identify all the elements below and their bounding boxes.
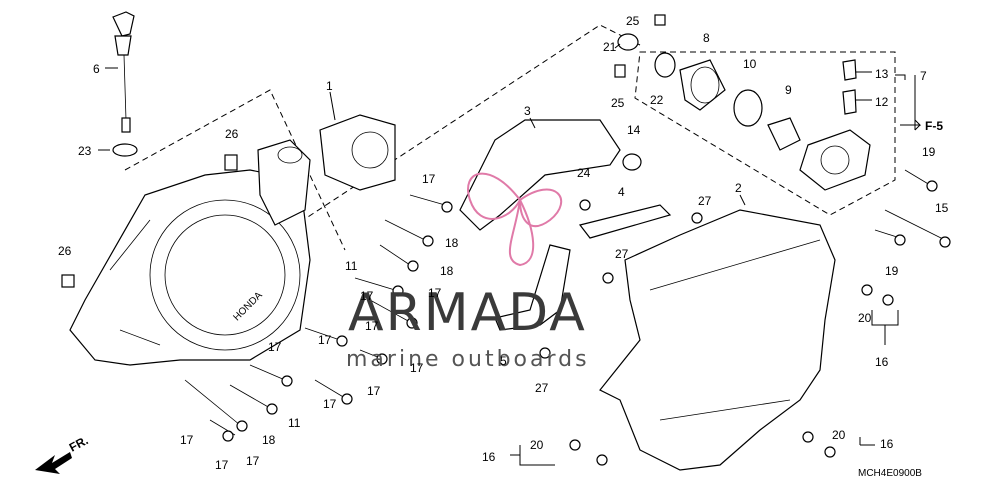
section-ref-label: F-5: [925, 119, 943, 133]
right-crankcase-cover: [599, 209, 836, 471]
dipstick-part: [112, 11, 135, 133]
callout-labels: 6 23 26 26 1 3 2 4 5 7 8 9 10 11 11 12 1…: [58, 14, 949, 472]
callout-16: 16: [875, 355, 889, 369]
section-arrow-icon: [900, 119, 922, 131]
callout-7: 7: [920, 69, 927, 83]
chain-guard-part: [459, 119, 621, 231]
seal-22-part: [654, 52, 676, 78]
callout-18: 18: [445, 236, 459, 250]
callout-17: 17: [428, 286, 442, 300]
dashed-frame-left: [124, 24, 641, 256]
housing-part: [799, 129, 871, 191]
callout-27: 27: [535, 381, 549, 395]
callout-17: 17: [215, 458, 229, 472]
callout-18: 18: [440, 264, 454, 278]
callout-25: 25: [626, 14, 640, 28]
pink-logo-icon: [467, 172, 563, 267]
leader-lines: [98, 43, 916, 466]
collar-25-part: [614, 64, 626, 78]
callout-10: 10: [743, 57, 757, 71]
washer-part: [112, 143, 138, 157]
callout-17: 17: [360, 289, 374, 303]
bracket-4-part: [578, 204, 672, 239]
callout-14: 14: [627, 123, 641, 137]
callout-15: 15: [935, 201, 949, 215]
callout-17: 17: [422, 172, 436, 186]
sleeve-part: [224, 154, 238, 171]
callout-9: 9: [785, 83, 792, 97]
callout-18: 18: [262, 433, 276, 447]
mount-bracket-part: [319, 114, 396, 191]
callout-3: 3: [524, 104, 531, 118]
callout-20: 20: [530, 438, 544, 452]
grommet-21-part: [617, 33, 639, 51]
callout-1: 1: [326, 79, 333, 93]
callout-26: 26: [58, 244, 72, 258]
grommet-14-part: [622, 153, 642, 171]
bracket-5-part: [494, 244, 571, 331]
callout-17: 17: [323, 397, 337, 411]
callout-19: 19: [885, 264, 899, 278]
front-label: FR.: [67, 433, 91, 454]
sleeve-part: [61, 274, 75, 288]
callout-27: 27: [615, 247, 629, 261]
callout-4: 4: [618, 185, 625, 199]
callout-20: 20: [858, 311, 872, 325]
callout-8: 8: [703, 31, 710, 45]
callout-17: 17: [318, 333, 332, 347]
callout-25: 25: [611, 96, 625, 110]
diagram-code: MCH4E0900B: [858, 468, 922, 479]
sensor-13-part: [842, 59, 857, 81]
callout-27: 27: [698, 194, 712, 208]
callout-20: 20: [832, 428, 846, 442]
callout-23: 23: [78, 144, 92, 158]
left-crankcase-cover: HONDA: [69, 169, 311, 366]
callout-26: 26: [225, 127, 239, 141]
callout-13: 13: [875, 67, 889, 81]
callout-12: 12: [875, 95, 889, 109]
watermark-tagline: marine outboards: [346, 347, 590, 372]
callout-17: 17: [365, 319, 379, 333]
callout-17: 17: [246, 454, 260, 468]
callout-5: 5: [500, 354, 507, 368]
callout-24: 24: [577, 166, 591, 180]
callout-11: 11: [345, 259, 358, 273]
callout-17: 17: [410, 361, 424, 375]
callout-6: 6: [93, 62, 100, 76]
callout-16: 16: [482, 450, 496, 464]
callout-11: 11: [288, 416, 301, 430]
watermark-brand: ARMADA: [348, 283, 587, 343]
callout-17: 17: [367, 384, 381, 398]
nut-group: [222, 180, 951, 466]
subassembly-boundary: [634, 51, 896, 216]
callout-16: 16: [880, 437, 894, 451]
callout-22: 22: [650, 93, 664, 107]
bolt-group: [184, 169, 946, 436]
callout-17: 17: [180, 433, 194, 447]
callout-19: 19: [922, 145, 936, 159]
callout-17: 17: [268, 340, 282, 354]
thermostat-9-part: [767, 117, 801, 151]
front-arrow-icon: [35, 452, 72, 474]
callout-21: 21: [603, 40, 617, 54]
callout-2: 2: [735, 181, 742, 195]
collar-25-part: [654, 14, 666, 26]
seal-10-part: [733, 89, 763, 127]
sensor-12-part: [842, 89, 857, 115]
